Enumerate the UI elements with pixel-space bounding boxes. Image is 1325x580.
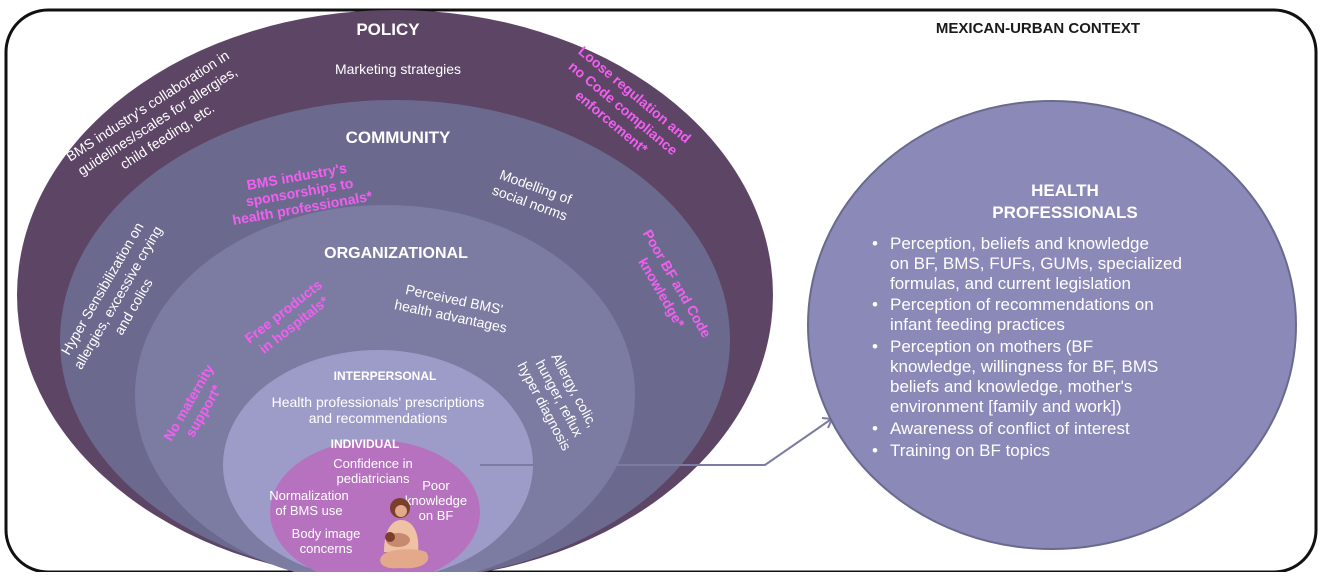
individual-ellipse xyxy=(270,440,480,580)
hp-item-2: • Perception of recommendations on infan… xyxy=(872,295,1154,334)
prescriptions-line-1: Health professionals' prescriptions xyxy=(272,394,485,410)
svg-text:environment [family and work]): environment [family and work]) xyxy=(890,397,1121,416)
community-title: COMMUNITY xyxy=(346,128,451,147)
interpersonal-title: INTERPERSONAL xyxy=(334,369,437,383)
svg-text:Training on BF topics: Training on BF topics xyxy=(890,441,1050,460)
svg-text:formulas, and current legisla: formulas, and current legislation xyxy=(890,274,1131,293)
svg-text:Perception, beliefs and knowle: Perception, beliefs and knowledge xyxy=(890,234,1149,253)
confidence-line-2: pediatricians xyxy=(337,471,410,486)
poor-knowledge-line-3: on BF xyxy=(419,508,454,523)
poor-knowledge-line-1: Poor xyxy=(422,478,450,493)
confidence-line-1: Confidence in xyxy=(333,456,413,471)
hp-item-3: • Perception on mothers (BF knowledge, w… xyxy=(872,337,1158,416)
svg-text:Perception of recommendations: Perception of recommendations on xyxy=(890,295,1154,314)
connector-line xyxy=(480,419,831,466)
svg-text:on BF, BMS, FUFs, GUMs, specia: on BF, BMS, FUFs, GUMs, specialized xyxy=(890,254,1182,273)
body-image-line-2: concerns xyxy=(300,541,353,556)
bottom-mask xyxy=(0,572,1325,580)
svg-text:•: • xyxy=(872,441,878,460)
marketing-strategies-label: Marketing strategies xyxy=(335,61,461,77)
svg-text:•: • xyxy=(872,295,878,314)
svg-text:Awareness of conflict of inter: Awareness of conflict of interest xyxy=(890,419,1130,438)
hp-item-5: • Training on BF topics xyxy=(872,441,1050,460)
normalization-line-2: of BMS use xyxy=(275,503,342,518)
mother-baby-icon xyxy=(380,498,429,569)
poor-knowledge-line-2: knowledge xyxy=(405,493,467,508)
svg-text:•: • xyxy=(872,234,878,253)
health-professionals-ellipse xyxy=(807,100,1297,550)
policy-title: POLICY xyxy=(356,20,420,39)
prescriptions-line-2: and recommendations xyxy=(309,410,448,426)
hp-title-line-2: PROFESSIONALS xyxy=(992,203,1137,222)
individual-title: INDIVIDUAL xyxy=(331,437,400,451)
svg-text:infant feeding practices: infant feeding practices xyxy=(890,315,1065,334)
body-image-line-1: Body image xyxy=(292,526,361,541)
organizational-title: ORGANIZATIONAL xyxy=(324,245,468,262)
svg-text:•: • xyxy=(872,337,878,356)
normalization-line-1: Normalization xyxy=(269,488,348,503)
svg-text:•: • xyxy=(872,419,878,438)
hp-item-4: • Awareness of conflict of interest xyxy=(872,419,1130,438)
svg-text:beliefs and knowledge, mother': beliefs and knowledge, mother's xyxy=(890,377,1132,396)
svg-text:Perception on mothers (BF: Perception on mothers (BF xyxy=(890,337,1093,356)
hp-title-line-1: HEALTH xyxy=(1031,181,1099,200)
hp-item-1: • Perception, beliefs and knowledge on B… xyxy=(872,234,1182,293)
svg-text:knowledge, willingness for BF,: knowledge, willingness for BF, BMS xyxy=(890,357,1158,376)
context-title: MEXICAN-URBAN CONTEXT xyxy=(936,20,1140,37)
